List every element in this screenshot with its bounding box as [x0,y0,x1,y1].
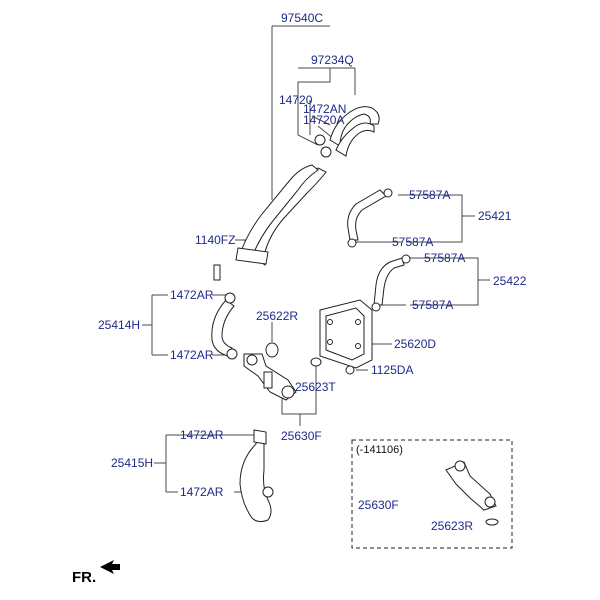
label-25630f: 25630F [281,429,322,443]
label-97234q: 97234Q [311,53,354,67]
label-25623t: 25623T [295,380,336,394]
label-25421: 25421 [478,209,512,223]
label-25414h: 25414H [98,318,140,332]
label-1140fz: 1140FZ [195,233,235,247]
label-57587a-4: 57587A [412,298,453,312]
top-hose [329,106,380,157]
inset-caption: (-141106) [356,444,403,456]
label-25415h: 25415H [111,456,153,470]
hose-25415h [239,429,274,523]
label-1472an: 1472AN [303,102,346,116]
label-1472ar-1: 1472AR [170,288,214,302]
hose-25421 [347,188,393,248]
hose-25414h [211,292,238,360]
label-57587a-2: 57587A [392,235,433,249]
part-labels: 97540C 97234Q 14720 1472AN 14720A 57587A… [72,11,527,586]
label-25630f-inset: 25630F [358,498,399,512]
label-1125da: 1125DA [371,363,413,377]
label-25422: 25422 [493,274,527,288]
label-25622r: 25622R [256,309,298,323]
label-57587a-3: 57587A [424,251,465,265]
label-1472ar-2: 1472AR [170,348,214,362]
hose-25422 [371,254,411,312]
inset-fitting [445,460,499,526]
label-25623r: 25623R [431,519,473,533]
part-drawings [100,106,513,574]
front-arrow-icon [100,560,120,574]
label-25620d: 25620D [394,337,436,351]
label-1472ar-3: 1472AR [180,428,224,442]
label-14720a: 14720A [303,113,344,127]
label-57587a-1: 57587A [409,188,450,202]
oil-cooler [319,299,373,369]
heater-pipe-assembly [235,164,327,266]
label-1472ar-4: 1472AR [180,485,224,499]
label-14720: 14720 [279,93,313,107]
front-label: FR. [72,569,96,586]
label-97540c: 97540C [281,11,323,25]
fitting-25630f [243,353,297,401]
